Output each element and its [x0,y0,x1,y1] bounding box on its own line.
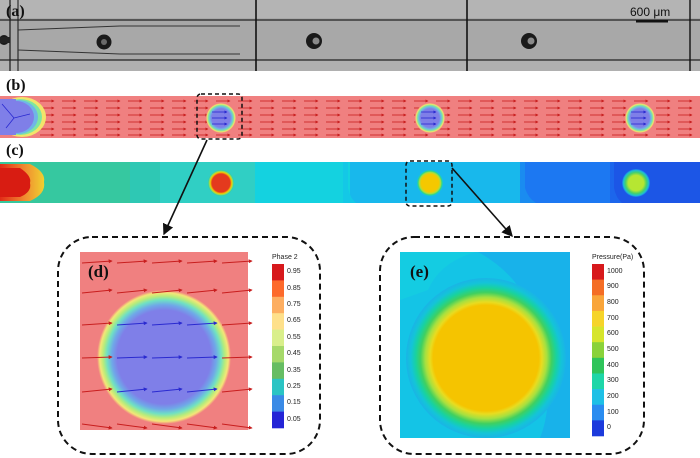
legend-swatch [592,279,604,296]
panel-label-e: (e) [410,262,429,281]
velocity-arrow [221,387,253,393]
zoom-arrow-b-to-d [162,139,208,236]
velocity-arrow [221,355,253,360]
panel-a-micrograph [0,0,700,71]
velocity-arrow [81,259,113,264]
velocity-arrow [81,321,113,326]
legend-tick-label: 0.45 [287,350,301,358]
panel-e-zoom-pressure [400,252,570,438]
legend-tick-label: 100 [607,408,619,416]
legend-tick-label: 0.55 [287,333,301,341]
velocity-arrow [186,288,218,294]
legend-swatch [592,420,604,437]
velocity-arrow [151,355,183,360]
legend-swatch [592,310,604,327]
legend-phase-title: Phase 2 [272,254,298,261]
legend-tick-label: 300 [607,377,619,385]
legend-tick-label: 0.25 [287,383,301,390]
velocity-arrow [186,387,218,393]
legend-tick-label: 0.05 [287,415,301,423]
legend-swatch [272,264,284,281]
zoom-arrow-c-to-e [451,167,513,238]
zoom-box-b [196,93,243,140]
velocity-arrow [151,423,183,430]
velocity-arrow [221,321,253,326]
legend-tick-label: 0.35 [287,366,301,374]
legend-swatch [272,346,284,363]
panel-label-a: (a) [6,3,25,20]
velocity-arrow [151,288,183,294]
velocity-arrow [81,387,113,393]
panel-c-pressure-field [0,162,700,203]
velocity-arrow [221,288,253,294]
velocity-arrow [186,259,218,264]
legend-tick-label: 400 [607,361,619,369]
legend-tick-label: 800 [607,299,619,307]
legend-tick-label: 0.65 [287,317,301,325]
panel-label-c: (c) [6,142,24,159]
legend-tick-label: 0.15 [287,399,301,407]
scale-bar-label: 600 μm [630,5,671,19]
velocity-arrow [116,259,148,264]
legend-swatch [592,357,604,374]
velocity-arrow [116,423,148,430]
legend-swatch [592,295,604,312]
legend-phase [272,264,284,429]
legend-tick-label: 900 [607,283,619,291]
panel-d-zoom-phase [80,252,253,430]
legend-swatch [592,389,604,406]
legend-tick-label: 700 [607,314,619,322]
legend-swatch [592,373,604,390]
velocity-arrow [186,355,218,360]
legend-pressure [592,264,604,437]
legend-swatch [592,342,604,359]
panel-b-phase-field [0,96,700,138]
panel-label-d: (d) [88,262,109,281]
legend-tick-label: 500 [607,346,619,353]
legend-tick-label: 0.75 [287,301,301,308]
legend-swatch [272,395,284,412]
velocity-arrow [186,423,218,430]
velocity-arrow [151,321,183,326]
legend-tick-label: 0.95 [287,268,301,276]
velocity-arrow [186,321,218,326]
zoom-box-c [405,160,453,207]
legend-swatch [592,264,604,280]
legend-tick-label: 0 [607,424,611,432]
velocity-arrow [151,259,183,264]
legend-swatch [272,329,284,347]
velocity-arrow [116,288,148,294]
scale-bar [636,20,668,23]
velocity-arrow [116,355,148,360]
legend-tick-label: 1000 [607,267,623,275]
velocity-arrow [221,259,253,264]
velocity-arrow [221,423,253,430]
legend-swatch [272,313,284,330]
velocity-arrow [81,423,113,430]
legend-swatch [272,280,284,298]
legend-swatch [272,296,284,314]
legend-swatch [592,404,604,421]
velocity-arrow [116,321,148,326]
legend-tick-label: 200 [607,392,619,400]
velocity-arrow [81,288,113,294]
legend-tick-label: 600 [607,330,619,338]
panel-label-b: (b) [6,77,26,94]
velocity-arrow [116,387,148,393]
legend-swatch [272,362,284,380]
legend-pressure-title: Pressure(Pa) [592,254,634,261]
legend-tick-label: 0.85 [287,284,301,292]
velocity-arrow [151,387,183,393]
legend-swatch [272,378,284,396]
legend-swatch [272,411,284,429]
legend-swatch [592,326,604,343]
velocity-arrow [81,355,113,360]
